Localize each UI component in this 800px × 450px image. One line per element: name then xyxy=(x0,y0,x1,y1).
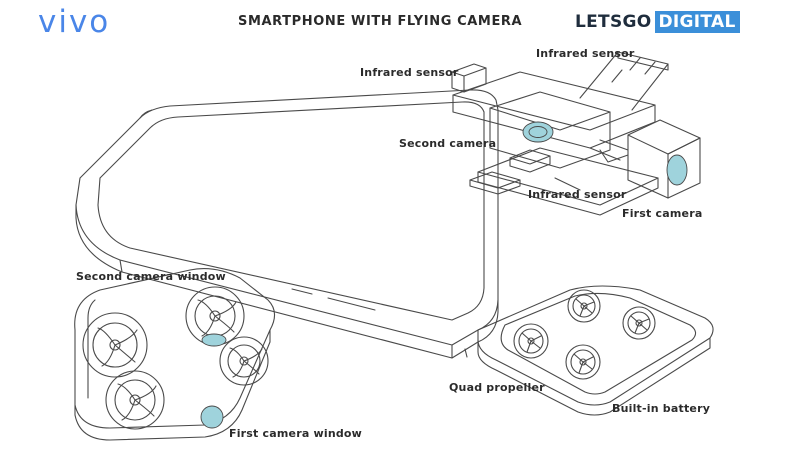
first-camera-window-lens xyxy=(200,405,224,429)
docked-propeller-back-left xyxy=(567,289,601,323)
slide-out-dock xyxy=(477,285,714,416)
vivo-logo: vivo xyxy=(38,4,111,40)
infrared-sensor-chip xyxy=(451,63,487,93)
first-camera-cube xyxy=(627,119,701,199)
flying-drone xyxy=(74,268,276,441)
drone-propeller-back-right xyxy=(185,286,245,346)
docked-propeller-front-right xyxy=(565,344,601,380)
label-infrared-sensor-top: Infrared sensor xyxy=(536,47,635,60)
label-quad-propeller: Quad propeller xyxy=(449,381,545,394)
watermark-text-letsgo: LETSGO xyxy=(575,12,652,32)
drone-propeller-back-left xyxy=(82,312,148,378)
label-second-camera-window: Second camera window xyxy=(76,270,226,283)
second-camera-lens xyxy=(522,121,554,143)
label-infrared-sensor-left: Infrared sensor xyxy=(360,66,459,79)
lenses xyxy=(200,121,688,429)
first-camera-lens xyxy=(666,154,688,186)
label-built-in-battery: Built-in battery xyxy=(612,402,711,415)
docked-propeller-front-left xyxy=(513,323,549,359)
second-camera-window-lens xyxy=(201,333,227,347)
label-first-camera: First camera xyxy=(622,207,703,220)
drone-propeller-front-left xyxy=(105,370,165,430)
drone-propeller-front-right xyxy=(219,336,269,386)
letsgodigital-watermark: LETSGO DIGITAL xyxy=(575,10,740,34)
docked-propeller-back-right xyxy=(622,306,656,340)
watermark-text-digital: DIGITAL xyxy=(654,11,740,33)
label-second-camera: Second camera xyxy=(399,137,497,150)
camera-module-exploded xyxy=(452,51,669,216)
smartphone-body xyxy=(75,89,499,359)
diagram-title: SMARTPHONE WITH FLYING CAMERA xyxy=(238,14,523,29)
label-infrared-sensor-bottom: Infrared sensor xyxy=(528,188,627,201)
label-first-camera-window: First camera window xyxy=(229,427,363,440)
